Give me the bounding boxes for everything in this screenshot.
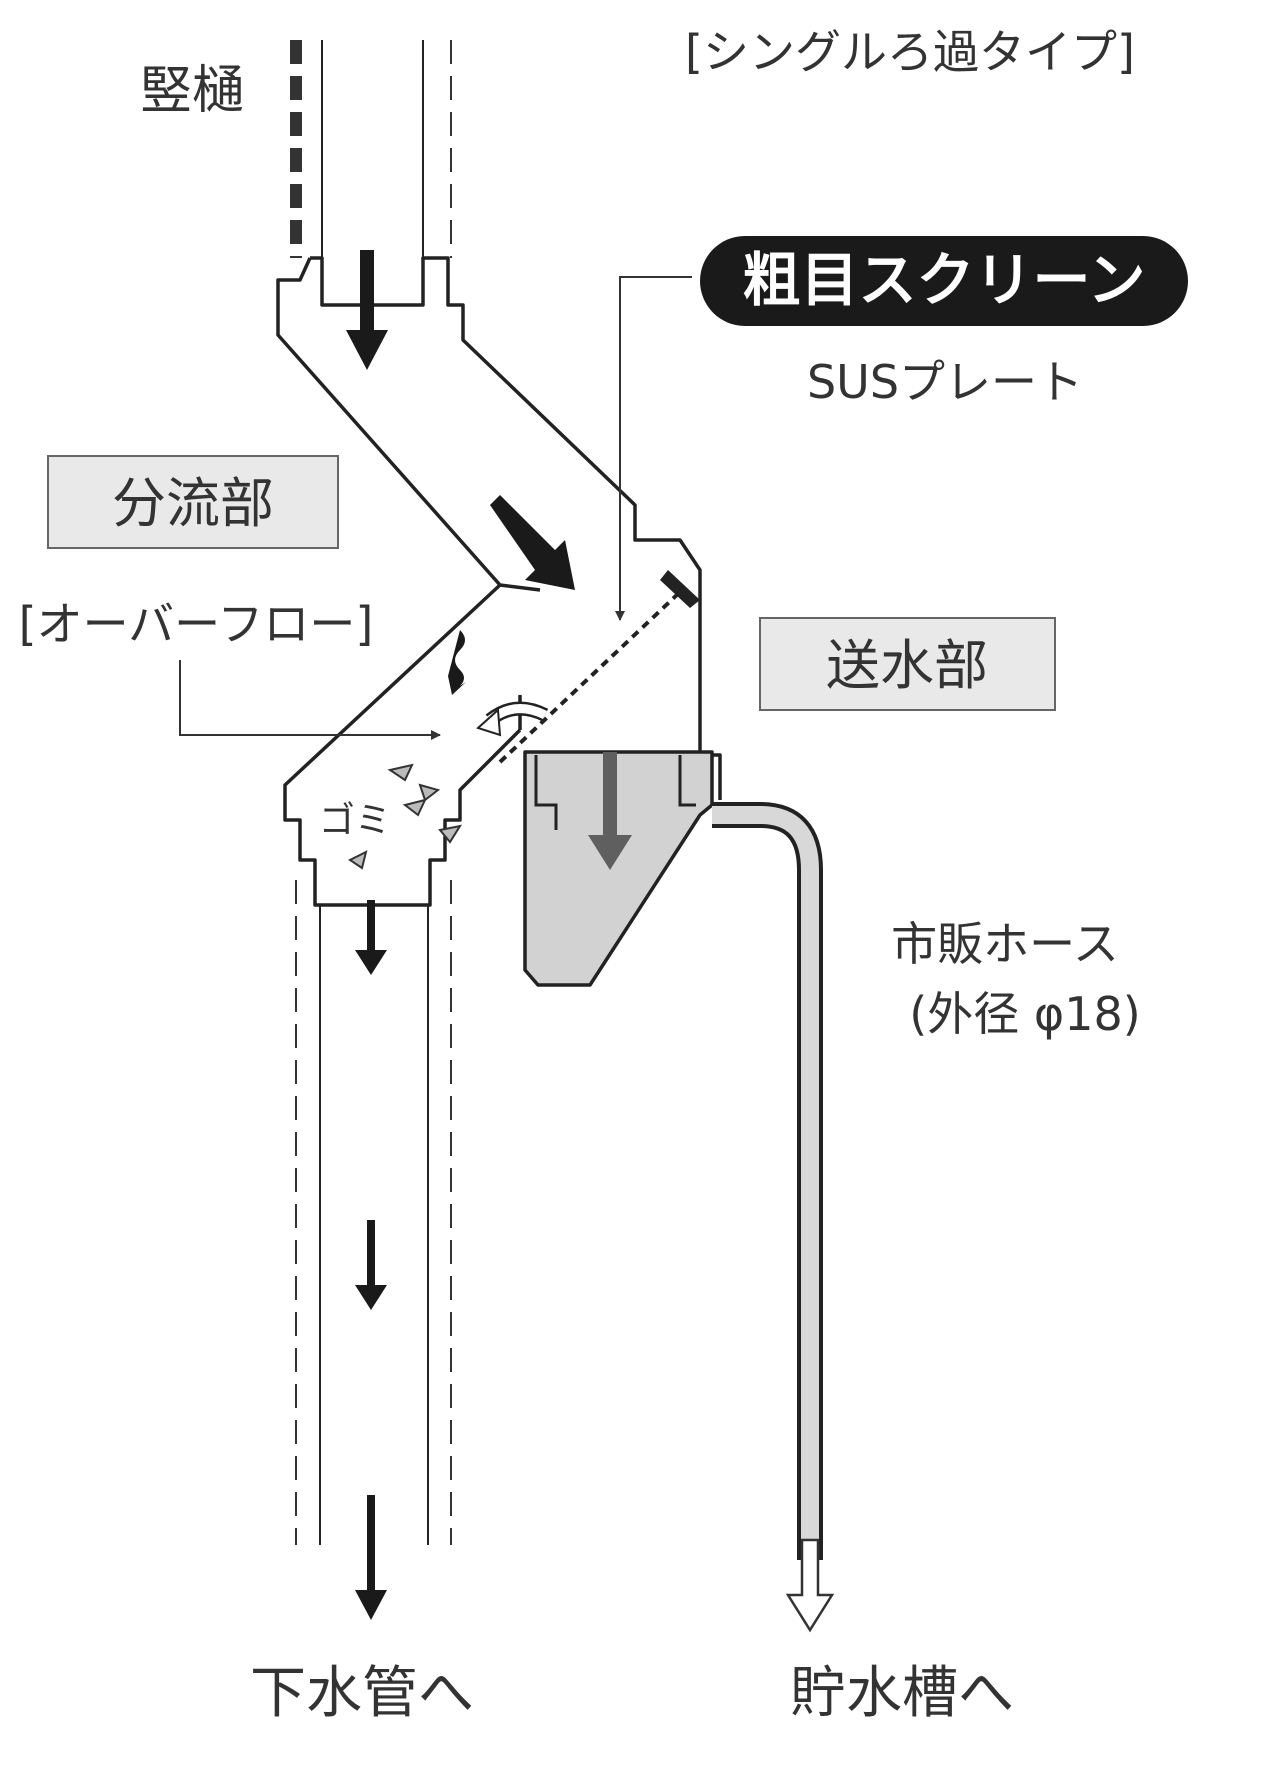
debris-pieces: [348, 763, 463, 870]
label-to-tank: 貯水槽へ: [790, 1661, 1014, 1726]
feed-chamber: [523, 750, 714, 987]
label-to-sewer: 下水管へ: [250, 1661, 474, 1726]
downspout-pipe-bottom: [295, 880, 452, 1545]
label-debris: ゴミ: [319, 800, 391, 841]
arrow-down-1: [355, 900, 387, 975]
diverter-label-box: [47, 455, 339, 549]
label-sus-plate: SUSプレート: [807, 355, 1083, 409]
arrow-inlet: [346, 250, 388, 370]
overflow-leader-line: [179, 660, 441, 740]
hose: [712, 802, 823, 1560]
label-feed: 送水部: [826, 634, 988, 697]
screen-clip: [660, 570, 700, 608]
label-diverter: 分流部: [112, 472, 274, 535]
coarse-screen-pill: [700, 236, 1188, 326]
arrow-overflow: [448, 630, 466, 695]
arrow-down-2: [355, 1220, 387, 1310]
screen-leader-line: [615, 276, 692, 621]
arrow-down-3: [355, 1495, 387, 1620]
flow-arrows: [346, 250, 575, 1620]
label-downspout: 竪樋: [140, 61, 244, 121]
arrow-diagonal: [490, 495, 575, 590]
label-hose-line2: (外径 φ18): [909, 987, 1140, 1041]
arrow-hose-out: [785, 1538, 835, 1633]
diagram-title: [シングルろ過タイプ]: [685, 25, 1135, 79]
feed-label-box: [759, 617, 1056, 711]
label-overflow: [オーバーフロー]: [19, 597, 374, 651]
arrow-feed: [588, 752, 632, 870]
label-coarse-screen: 粗目スクリーン: [742, 246, 1145, 314]
label-hose-line1: 市販ホース: [891, 917, 1119, 971]
coarse-screen-plate: [498, 590, 682, 764]
